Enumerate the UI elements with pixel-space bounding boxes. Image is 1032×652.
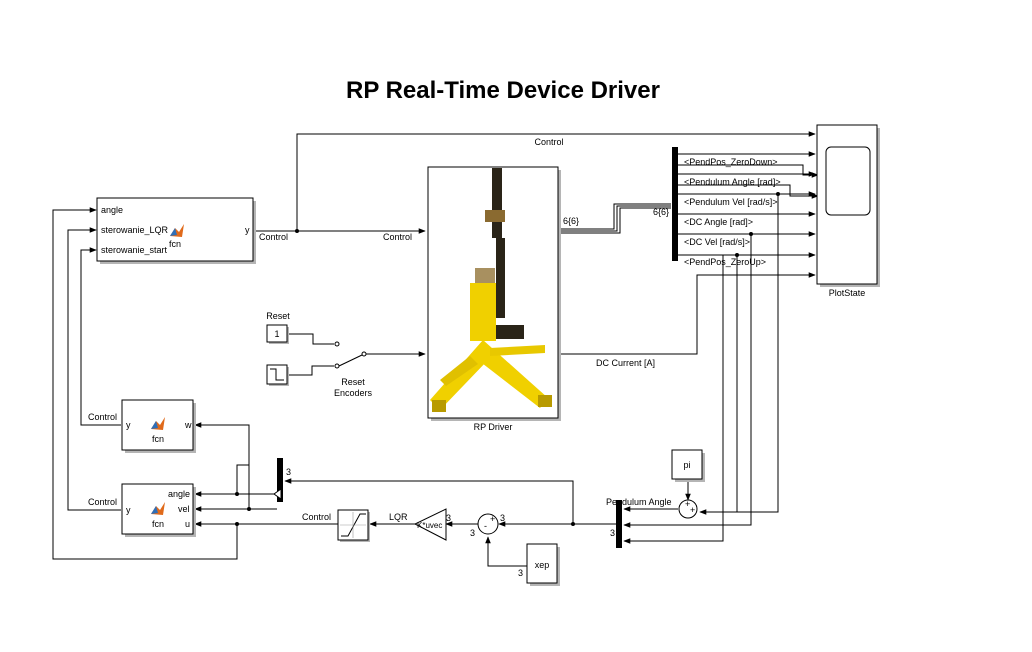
xep-value: xep (535, 560, 550, 570)
fcn-lqr-output-vel: vel (178, 504, 190, 514)
gain-block[interactable]: K*uvec (415, 509, 446, 540)
fcn-main-name: fcn (169, 239, 181, 249)
signal-pendulum-angle: Pendulum Angle (606, 497, 672, 507)
signal-control-w: Control (88, 412, 117, 422)
signal-width-d: 3 (518, 568, 523, 578)
xep-constant-block[interactable]: xep (527, 544, 560, 586)
bus-element-0: <PendPos_ZeroDown> (684, 157, 778, 167)
sum-lqr-sign-0: - (484, 521, 487, 531)
reset-encoders-name-line1: Reset (341, 377, 365, 387)
switch-icon (339, 355, 362, 366)
plotstate-scope-block[interactable]: PlotState (817, 125, 880, 298)
signal-control-sat: Control (302, 512, 331, 522)
pi-constant-block[interactable]: pi (672, 450, 705, 482)
pi-value: pi (683, 460, 690, 470)
fcn-main-input-lqr: sterowanie_LQR (101, 225, 169, 235)
fcn-main-block[interactable]: angle sterowanie_LQR sterowanie_start y … (97, 198, 256, 264)
signal-control-rp: Control (383, 232, 412, 242)
fcn-main-output-y: y (245, 225, 250, 235)
rp-driver-block[interactable]: RP Driver (428, 167, 561, 432)
sum-lqr-sign-1: + (490, 514, 495, 524)
signal-bus-width-2: 6{6} (653, 207, 669, 217)
signal-mux-width: 3 (610, 528, 615, 538)
signal-dc-current: DC Current [A] (596, 358, 655, 368)
signal-width-b: 3 (446, 513, 451, 523)
fcn-lqr-input-y: y (126, 505, 131, 515)
fcn-w-output-w: w (184, 420, 192, 430)
bus-selector[interactable] (672, 147, 678, 261)
signal-width-a: 3 (500, 513, 505, 523)
sum-pi-block[interactable]: + + (679, 499, 697, 518)
bus-element-1: <Pendulum Angle [rad]> (684, 177, 781, 187)
signal-lqr: LQR (389, 512, 408, 522)
saturation-block[interactable] (338, 510, 370, 542)
signal-width-c: 3 (470, 528, 475, 538)
sum-pi-sign-1: + (690, 505, 695, 515)
signal-bus-width: 6{6} (563, 216, 579, 226)
fcn-lqr-output-angle: angle (168, 489, 190, 499)
plotstate-name: PlotState (829, 288, 866, 298)
mux-block[interactable] (616, 500, 622, 548)
bus-element-3: <DC Angle [rad]> (684, 217, 753, 227)
reset-constant-block[interactable]: 1 Reset (266, 311, 290, 344)
diagram-title: RP Real-Time Device Driver (346, 77, 660, 104)
bus-element-5: <PendPos_ZeroUp> (684, 257, 766, 267)
bus-element-4: <DC Vel [rad/s]> (684, 237, 750, 247)
rp-driver-name: RP Driver (474, 422, 513, 432)
step-block[interactable] (267, 365, 289, 386)
fcn-main-input-start: sterowanie_start (101, 245, 168, 255)
signal-control-top: Control (534, 137, 563, 147)
signal-control-lqr: Control (88, 497, 117, 507)
fcn-lqr-output-u: u (185, 519, 190, 529)
reset-encoders-switch[interactable]: Reset Encoders (334, 342, 373, 398)
fcn-w-block[interactable]: y w fcn (122, 400, 196, 453)
fcn-main-input-angle: angle (101, 205, 123, 215)
demux-block[interactable]: 3 (274, 458, 291, 502)
demux-width-label: 3 (286, 467, 291, 477)
reset-constant-label: Reset (266, 311, 290, 321)
fcn-w-input-y: y (126, 420, 131, 430)
reset-encoders-name-line2: Encoders (334, 388, 373, 398)
fcn-lqr-name: fcn (152, 519, 164, 529)
reset-constant-value: 1 (274, 329, 279, 339)
scope-screen-icon (826, 147, 870, 215)
sum-lqr-block[interactable]: - + (478, 514, 498, 534)
signal-control-out: Control (259, 232, 288, 242)
fcn-w-name: fcn (152, 434, 164, 444)
fcn-lqr-block[interactable]: y angle vel u fcn (122, 484, 196, 537)
gain-value: K*uvec (417, 521, 442, 530)
bus-element-2: <Pendulum Vel [rad/s]> (684, 197, 778, 207)
